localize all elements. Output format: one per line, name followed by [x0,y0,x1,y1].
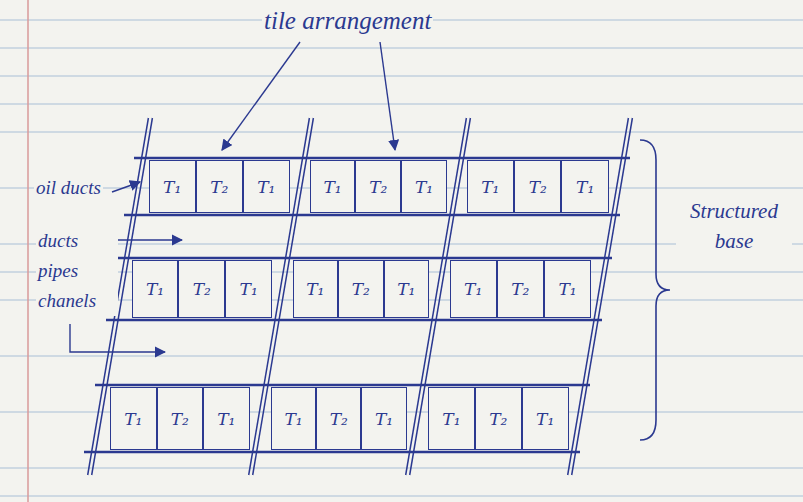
tile-label: T₁ [442,409,460,429]
tile-label: T₂ [193,279,211,299]
tile-box: T₂ [196,160,243,213]
tile-label: T₁ [397,279,415,299]
tile-label: T₁ [481,177,499,197]
tile-box: T₁ [544,260,591,318]
tile-box: T₂ [157,387,204,450]
tile-label: T₁ [536,409,554,429]
tile-box: T₁ [428,387,475,450]
tile-box: T₁ [561,160,608,213]
tile-label: T₁ [257,177,275,197]
margin-line [27,0,29,502]
tile-box: T₂ [178,260,225,318]
tile-box: T₂ [514,160,561,213]
tile-box: T₁ [522,387,569,450]
tile-box: T₁ [450,260,497,318]
tile-label: T₂ [511,279,529,299]
tile-label: T₂ [369,177,387,197]
tile-box: T₁ [243,160,290,213]
tile-box: T₁ [132,260,179,318]
tile-label: T₁ [464,279,482,299]
tile-label: T₁ [124,409,142,429]
tile-label: T₁ [576,177,594,197]
tile-box: T₂ [497,260,544,318]
tile-label: T₁ [146,279,164,299]
tile-box: T₁ [293,260,338,318]
frame-rails [88,118,633,475]
tile-box: T₂ [355,160,401,213]
tile-box: T₂ [338,260,383,318]
tile-label: T₁ [285,409,303,429]
tile-label: T₂ [171,409,189,429]
tile-label: T₁ [163,177,181,197]
tile-label: T₁ [558,279,576,299]
tile-box: T₁ [361,387,406,450]
tile-box: T₁ [310,160,356,213]
handwritten-label: oil ducts [34,176,103,200]
tile-label: T₂ [330,409,348,429]
handwritten-label: ducts pipes chanels [36,226,118,316]
tile-box: T₁ [225,260,272,318]
callout-arrows [70,42,395,352]
tile-label: T₁ [217,409,235,429]
brace [640,140,670,440]
handwritten-label: Structured base [676,196,792,256]
tile-box: T₁ [149,160,196,213]
tile-box: T₁ [467,160,514,213]
tile-label: T₂ [352,279,370,299]
frame-bars [84,158,630,452]
tile-box: T₁ [203,387,250,450]
tile-box: T₁ [401,160,447,213]
tile-label: T₁ [323,177,341,197]
tile-label: T₂ [210,177,228,197]
tile-label: T₁ [240,279,258,299]
handwritten-label: tile arrangement [262,6,433,36]
ruled-lines [0,20,803,496]
tile-box: T₁ [384,260,429,318]
tile-box: T₂ [475,387,522,450]
tile-label: T₁ [415,177,433,197]
tile-label: T₁ [375,409,393,429]
tile-box: T₁ [271,387,316,450]
tile-box: T₂ [316,387,361,450]
tile-label: T₂ [489,409,507,429]
tile-box: T₁ [110,387,157,450]
tile-label: T₂ [529,177,547,197]
tile-label: T₁ [306,279,324,299]
